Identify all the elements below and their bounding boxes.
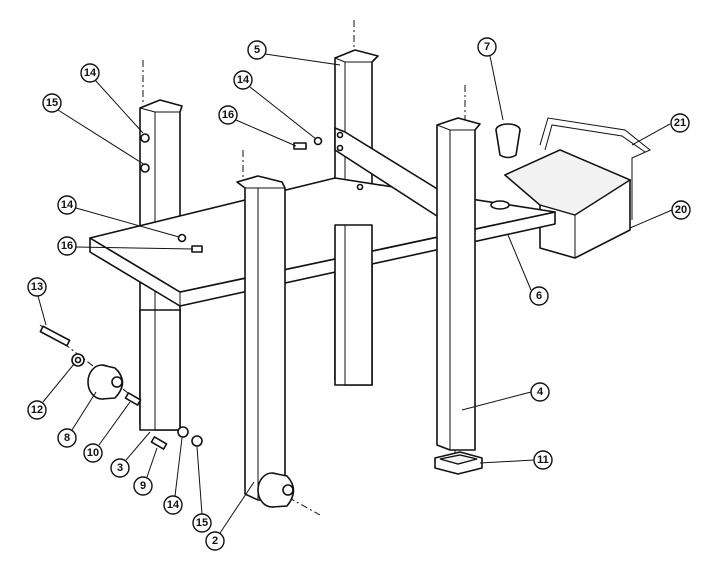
callout-r: 14 (163, 495, 183, 515)
svg-text:21: 21 (674, 117, 686, 129)
callout-g: 21 (670, 113, 690, 133)
callout-i: 6 (529, 286, 549, 306)
leg-4 (436, 117, 481, 451)
svg-text:11: 11 (537, 454, 549, 466)
svg-text:16: 16 (61, 240, 73, 252)
foot-11 (434, 451, 483, 475)
svg-text:7: 7 (484, 41, 490, 53)
svg-text:10: 10 (87, 447, 99, 459)
callout-q: 9 (133, 476, 153, 496)
svg-text:12: 12 (31, 404, 43, 416)
svg-text:15: 15 (46, 97, 58, 109)
callout-d: 14 (233, 70, 253, 90)
handle-21 (544, 124, 646, 153)
leg-3-lower (139, 309, 181, 431)
wheel-8 (87, 364, 124, 400)
svg-text:20: 20 (675, 204, 687, 216)
callout-n: 8 (57, 428, 77, 448)
callout-b: 15 (42, 93, 62, 113)
svg-text:14: 14 (167, 499, 180, 511)
callout-f: 7 (477, 37, 497, 57)
svg-text:6: 6 (536, 290, 542, 302)
callout-u: 4 (530, 382, 550, 402)
tray-20 (503, 117, 651, 259)
callout-p: 3 (110, 458, 130, 478)
hardware (39, 133, 323, 450)
svg-text:15: 15 (196, 517, 208, 529)
svg-text:14: 14 (84, 67, 97, 79)
callout-t: 2 (205, 531, 225, 551)
callout-h: 20 (671, 200, 691, 220)
callout-l: 13 (27, 277, 47, 297)
svg-text:14: 14 (237, 74, 250, 86)
svg-text:3: 3 (117, 462, 123, 474)
cup-7 (495, 123, 521, 159)
wheel-front (257, 472, 295, 508)
callout-k: 16 (57, 236, 77, 256)
callout-v: 11 (533, 450, 553, 470)
leg-5-lower (334, 224, 373, 386)
callout-m: 12 (27, 400, 47, 420)
callout-j: 14 (57, 195, 77, 215)
svg-text:14: 14 (61, 199, 74, 211)
svg-text:9: 9 (140, 480, 146, 492)
callout-a: 14 (80, 63, 100, 83)
svg-text:4: 4 (537, 386, 544, 398)
callout-s: 15 (192, 513, 212, 533)
svg-text:8: 8 (64, 432, 70, 444)
callout-e: 16 (218, 105, 238, 125)
callout-c: 5 (247, 40, 267, 60)
leg-2 (236, 175, 286, 501)
svg-text:16: 16 (222, 109, 234, 121)
svg-text:2: 2 (212, 535, 218, 547)
svg-text:13: 13 (31, 281, 43, 293)
callout-o: 10 (83, 443, 103, 463)
svg-text:5: 5 (254, 44, 260, 56)
leader-lines (37, 53, 673, 534)
